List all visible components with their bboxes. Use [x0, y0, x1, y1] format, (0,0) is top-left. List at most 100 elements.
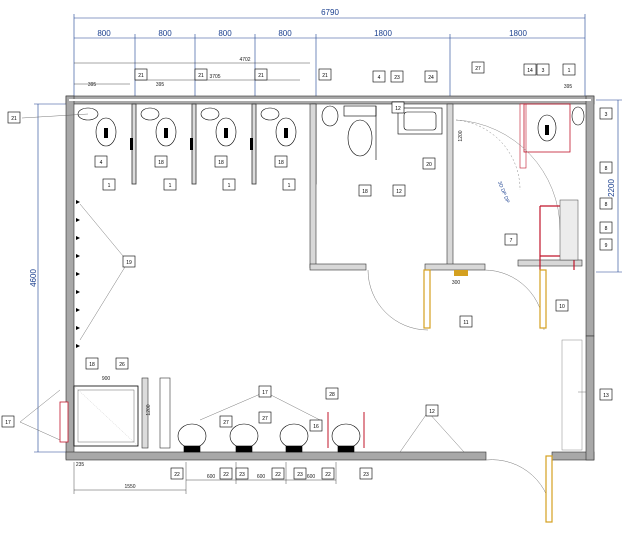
- doors: [367, 269, 583, 523]
- tag-label: 1: [108, 183, 111, 189]
- tag-label: 22: [223, 472, 229, 478]
- dimension-bottom-5: 235: [76, 462, 85, 468]
- tag-label: 7: [510, 238, 513, 244]
- tag-label: 23: [394, 75, 400, 81]
- dimension-overall-height: 4600: [29, 269, 38, 287]
- tag-callout: 14: [523, 63, 537, 76]
- tag-label: 27: [475, 66, 481, 72]
- tag-callout: 21: [194, 68, 208, 81]
- tag-callout: 18: [85, 357, 99, 370]
- inner-dimension-lines: [74, 62, 310, 85]
- leader-lines: [19, 113, 586, 453]
- tag-label: 27: [262, 416, 268, 422]
- tag-label: 18: [218, 160, 224, 166]
- interior-walls: [309, 103, 583, 271]
- tag-callout: 1: [562, 63, 576, 76]
- tag-label: 1: [568, 68, 571, 74]
- tag-callout: 11: [459, 315, 473, 328]
- urinal-icon: [77, 107, 99, 121]
- tag-label: 11: [463, 320, 468, 326]
- tag-callout: 27: [471, 61, 485, 74]
- tag-callout: 3: [599, 107, 613, 120]
- tag-label: 18: [362, 189, 368, 195]
- urinal-icon: [275, 117, 297, 147]
- tag-callout: 22: [271, 467, 285, 480]
- tag-callout: 21: [318, 68, 332, 81]
- urinal-icon: [215, 117, 237, 147]
- tag-callout: 19: [122, 255, 136, 268]
- tag-callout: 23: [359, 467, 373, 480]
- tag-callout: 4: [372, 70, 386, 83]
- tag-label: 24: [428, 75, 434, 81]
- tag-callout: 10: [555, 299, 569, 312]
- tag-callout: 8: [599, 221, 613, 234]
- tag-label: 1: [228, 183, 231, 189]
- tag-label: 18: [278, 160, 284, 166]
- tag-callout: 18: [274, 155, 288, 168]
- tag-label: 17: [262, 390, 268, 396]
- dimension-inner-width: 4702: [239, 57, 250, 63]
- dimension-bottom-1: 1550: [124, 484, 135, 490]
- dimension-small-1: 395: [88, 82, 97, 88]
- dimension-shower: 900: [102, 376, 111, 382]
- tag-label: 18: [89, 362, 95, 368]
- tag-callout: 1: [102, 178, 116, 191]
- tag-callout: 18: [154, 155, 168, 168]
- tag-callout: 23: [293, 467, 307, 480]
- tag-label: 9: [605, 243, 608, 249]
- tag-callout: 12: [391, 101, 405, 114]
- tag-label: 19: [126, 260, 132, 266]
- dimension-right-height: 2200: [607, 179, 616, 197]
- sink-icon: [321, 105, 339, 127]
- wall-inner-fill: [69, 99, 591, 101]
- tag-label: 21: [198, 73, 204, 79]
- tag-label: 21: [138, 73, 144, 79]
- tag-label: 20: [426, 162, 432, 168]
- tag-label: 4: [378, 75, 381, 81]
- tag-label: 21: [322, 73, 328, 79]
- dimension-segment-4: 800: [278, 29, 292, 38]
- tag-label: 1: [288, 183, 291, 189]
- tag-callout: 17: [1, 415, 15, 428]
- urinal-icon: [155, 117, 177, 147]
- tag-callout: 8: [599, 197, 613, 210]
- tag-label: 8: [605, 226, 608, 232]
- dimension-segment-6: 1800: [509, 29, 527, 38]
- coat-hooks: [76, 200, 80, 348]
- dimension-urinal-pitch: 3705: [209, 74, 220, 80]
- dimension-total-width: 6790: [321, 8, 339, 17]
- dimension-segment-5: 1800: [374, 29, 392, 38]
- shower-cubicle: [59, 377, 171, 449]
- tag-callout: 21: [7, 111, 21, 124]
- tag-label: 28: [329, 392, 335, 398]
- dimension-small-2: 395: [156, 82, 165, 88]
- tag-callout: 13: [599, 388, 613, 401]
- tag-label: 17: [5, 420, 11, 426]
- dimension-mid: 1200: [458, 130, 464, 141]
- tag-callout: 27: [219, 415, 233, 428]
- left-dimension: [34, 103, 70, 453]
- tag-callout: 27: [258, 411, 272, 424]
- tag-label: 8: [605, 202, 608, 208]
- tag-label: 27: [223, 420, 229, 426]
- dimension-bottom-4: 600: [307, 474, 316, 480]
- tag-label: 23: [239, 472, 245, 478]
- tag-callout: 12: [425, 404, 439, 417]
- tag-callout: 28: [325, 387, 339, 400]
- dimension-shower-side: 1200: [146, 404, 152, 415]
- dimension-segment-2: 800: [158, 29, 172, 38]
- tag-callout: 21: [134, 68, 148, 81]
- right-wall-lower: [585, 335, 595, 461]
- wc-fixture: [343, 105, 377, 160]
- dimension-segment-3: 800: [218, 29, 232, 38]
- tag-callout: 17: [258, 385, 272, 398]
- tag-label: 13: [603, 393, 609, 399]
- tag-callout: 9: [599, 238, 613, 251]
- shower-panel: [559, 199, 579, 261]
- tag-label: 16: [313, 424, 319, 430]
- tag-label: 12: [395, 106, 401, 112]
- tag-label: 10: [559, 304, 565, 310]
- tag-callout: 16: [309, 419, 323, 432]
- top-dimension-chain: [73, 14, 586, 98]
